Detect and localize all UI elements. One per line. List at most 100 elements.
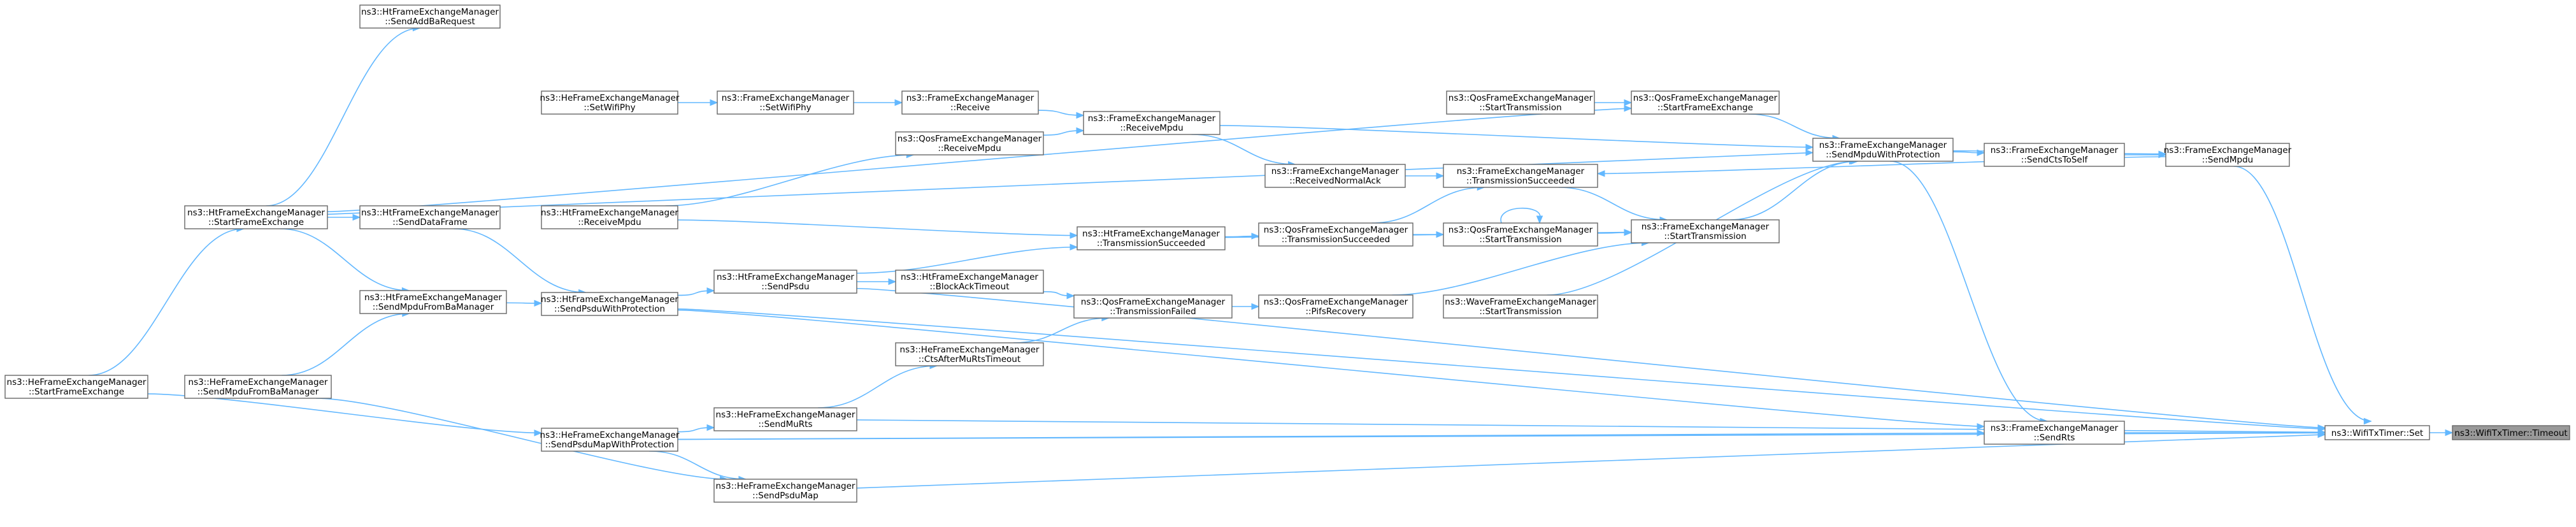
node-box: [2165, 143, 2290, 167]
node-label-line: ns3::QosFrameExchangeManager: [1449, 93, 1593, 103]
node-label-line: ::StartTransmission: [1479, 235, 1561, 245]
edge-n34-to-n32: [266, 24, 421, 206]
node-n6[interactable]: ns3::QosFrameExchangeManager::StartFrame…: [1631, 90, 1780, 115]
node-n7[interactable]: ns3::QosFrameExchangeManager::StartTrans…: [1446, 90, 1595, 115]
edge-arrowhead: [1066, 292, 1075, 300]
node-label-line: ns3::HtFrameExchangeManager: [1082, 229, 1220, 239]
edge-arrowhead: [1624, 105, 1633, 112]
node-n25[interactable]: ns3::HeFrameExchangeManager::SendPsduMap: [713, 479, 857, 503]
node-box: [713, 270, 857, 294]
node-label-line: ns3::HtFrameExchangeManager: [187, 208, 325, 218]
edge-n27-to-n17: [677, 219, 1078, 239]
node-n15[interactable]: ns3::QosFrameExchangeManager::Transmissi…: [1073, 294, 1233, 319]
edge-arrowhead: [352, 213, 361, 221]
node-label-line: ns3::FrameExchangeManager: [1991, 423, 2119, 433]
node-n18[interactable]: ns3::FrameExchangeManager::Receive: [901, 90, 1039, 115]
edge-arrowhead: [1624, 229, 1633, 236]
edge-n15-to-n12: [1232, 303, 1260, 310]
node-n27[interactable]: ns3::HtFrameExchangeManager::ReceiveMpdu: [541, 205, 678, 229]
node-box: [541, 90, 678, 115]
node-box: [1443, 222, 1598, 247]
node-label-line: ns3::FrameExchangeManager: [1642, 222, 1770, 232]
node-n28[interactable]: ns3::HtFrameExchangeManager::SendPsduWit…: [541, 292, 678, 316]
node-n16[interactable]: ns3::FrameExchangeManager::ReceiveMpdu: [1083, 111, 1220, 135]
node-n9[interactable]: ns3::WaveFrameExchangeManager::StartTran…: [1443, 294, 1598, 319]
edge-n30-to-n28: [454, 228, 587, 296]
edge-n24-to-n21: [817, 362, 938, 408]
node-n29[interactable]: ns3::HeFrameExchangeManager::SendPsduMap…: [540, 428, 680, 452]
node-label-line: ns3::FrameExchangeManager: [1991, 145, 2119, 155]
node-n4[interactable]: ns3::FrameExchangeManager::SendCtsToSelf: [1984, 143, 2125, 167]
node-label-line: ns3::HeFrameExchangeManager: [716, 410, 855, 420]
node-box: [895, 342, 1044, 366]
node-label-line: ::TransmissionFailed: [1110, 307, 1196, 317]
node-n32[interactable]: ns3::HtFrameExchangeManager::SendAddBaRe…: [359, 4, 501, 29]
node-box: [901, 90, 1039, 115]
node-label-line: ::TransmissionSucceeded: [1282, 235, 1390, 245]
node-n10[interactable]: ns3::FrameExchangeManager::TransmissionS…: [1443, 164, 1598, 188]
edge-arrowhead: [1076, 112, 1085, 119]
node-box: [359, 290, 507, 314]
edge-n28-to-n23: [677, 287, 715, 296]
node-n26[interactable]: ns3::HeFrameExchangeManager::SetWifiPhy: [540, 90, 680, 115]
edge-n27-to-n19: [665, 151, 915, 206]
node-label-line: ns3::QosFrameExchangeManager: [1633, 93, 1778, 103]
node-n2[interactable]: ns3::FrameExchangeManager::SendMpdu: [2164, 143, 2292, 167]
node-box: [1073, 294, 1233, 319]
node-n17[interactable]: ns3::HtFrameExchangeManager::Transmissio…: [1077, 226, 1226, 250]
node-box: [1446, 90, 1595, 115]
node-n31[interactable]: ns3::HtFrameExchangeManager::SendMpduFro…: [359, 290, 507, 314]
edge-n23-to-n20: [857, 278, 897, 285]
node-box: [895, 131, 1044, 155]
node-n21[interactable]: ns3::HeFrameExchangeManager::CtsAfterMuR…: [895, 342, 1044, 366]
node-n34[interactable]: ns3::HtFrameExchangeManager::StartFrameE…: [184, 205, 328, 229]
node-n5[interactable]: ns3::FrameExchangeManager::SendMpduWithP…: [1812, 138, 1954, 162]
node-label-line: ns3::HeFrameExchangeManager: [540, 93, 680, 103]
edge-n23-to-n17: [856, 243, 1078, 274]
node-n11[interactable]: ns3::QosFrameExchangeManager::StartTrans…: [1443, 222, 1598, 247]
edge-arrowhead: [534, 430, 543, 437]
node-n8[interactable]: ns3::FrameExchangeManager::StartTransmis…: [1631, 219, 1780, 243]
node-label-line: ::SendPsdu: [761, 282, 809, 292]
edge-n18-to-n16: [1038, 110, 1085, 119]
node-n19[interactable]: ns3::QosFrameExchangeManager::ReceiveMpd…: [895, 131, 1044, 155]
node-n30[interactable]: ns3::HtFrameExchangeManager::SendDataFra…: [359, 205, 501, 229]
edge-arrowhead: [894, 99, 903, 106]
node-label-line: ::StartFrameExchange: [208, 217, 304, 227]
edge-arrowhead: [1977, 149, 1986, 156]
node-label-line: ::StartTransmission: [1664, 231, 1746, 242]
node-n20[interactable]: ns3::HtFrameExchangeManager::BlockAckTim…: [895, 270, 1044, 294]
node-box: [359, 4, 501, 29]
node-n13[interactable]: ns3::FrameExchangeManager::ReceivedNorma…: [1264, 164, 1406, 188]
node-n33[interactable]: ns3::HeFrameExchangeManager::SendMpduFro…: [184, 375, 332, 399]
node-label-line: ns3::FrameExchangeManager: [1819, 140, 1947, 150]
node-n24[interactable]: ns3::HeFrameExchangeManager::SendMuRts: [713, 407, 857, 431]
node-label-line: ::PifsRecovery: [1305, 307, 1366, 317]
edge-n5-to-n4: [1952, 149, 1986, 156]
node-n12[interactable]: ns3::QosFrameExchangeManager::PifsRecove…: [1258, 294, 1413, 319]
node-n3[interactable]: ns3::FrameExchangeManager::SendRts: [1984, 421, 2125, 445]
node-label-line: ns3::FrameExchangeManager: [2164, 145, 2292, 155]
edge-n16-to-n5: [1219, 125, 1814, 151]
node-box: [713, 479, 857, 503]
edge-arrowhead: [1436, 172, 1445, 180]
node-label-line: ns3::HtFrameExchangeManager: [361, 208, 499, 218]
edge-arrowhead: [1805, 149, 1814, 156]
node-label-line: ns3::FrameExchangeManager: [1271, 166, 1399, 177]
node-n0[interactable]: ns3::WifiTxTimer::Timeout: [2452, 425, 2570, 440]
node-n14[interactable]: ns3::QosFrameExchangeManager::Transmissi…: [1258, 222, 1413, 247]
edge-n12-to-n8: [1392, 239, 1650, 296]
node-box: [541, 205, 678, 229]
node-n35[interactable]: ns3::HeFrameExchangeManager::StartFrameE…: [4, 375, 148, 399]
edge-n1-to-n0: [2429, 429, 2454, 437]
node-label-line: ns3::WifiTxTimer::Set: [2331, 428, 2423, 438]
node-box: [1077, 226, 1226, 250]
node-n23[interactable]: ns3::HtFrameExchangeManager::SendPsdu: [713, 270, 857, 294]
edge-n8-to-n5: [1730, 157, 1859, 220]
edge-arrowhead: [1536, 215, 1543, 224]
node-n22[interactable]: ns3::FrameExchangeManager::SetWifiPhy: [717, 90, 854, 115]
node-label-line: ::TransmissionSucceeded: [1466, 176, 1575, 186]
edge-arrowhead: [2445, 429, 2454, 437]
node-label-line: ::StartFrameExchange: [1657, 103, 1753, 113]
node-n1[interactable]: ns3::WifiTxTimer::Set: [2324, 425, 2430, 440]
